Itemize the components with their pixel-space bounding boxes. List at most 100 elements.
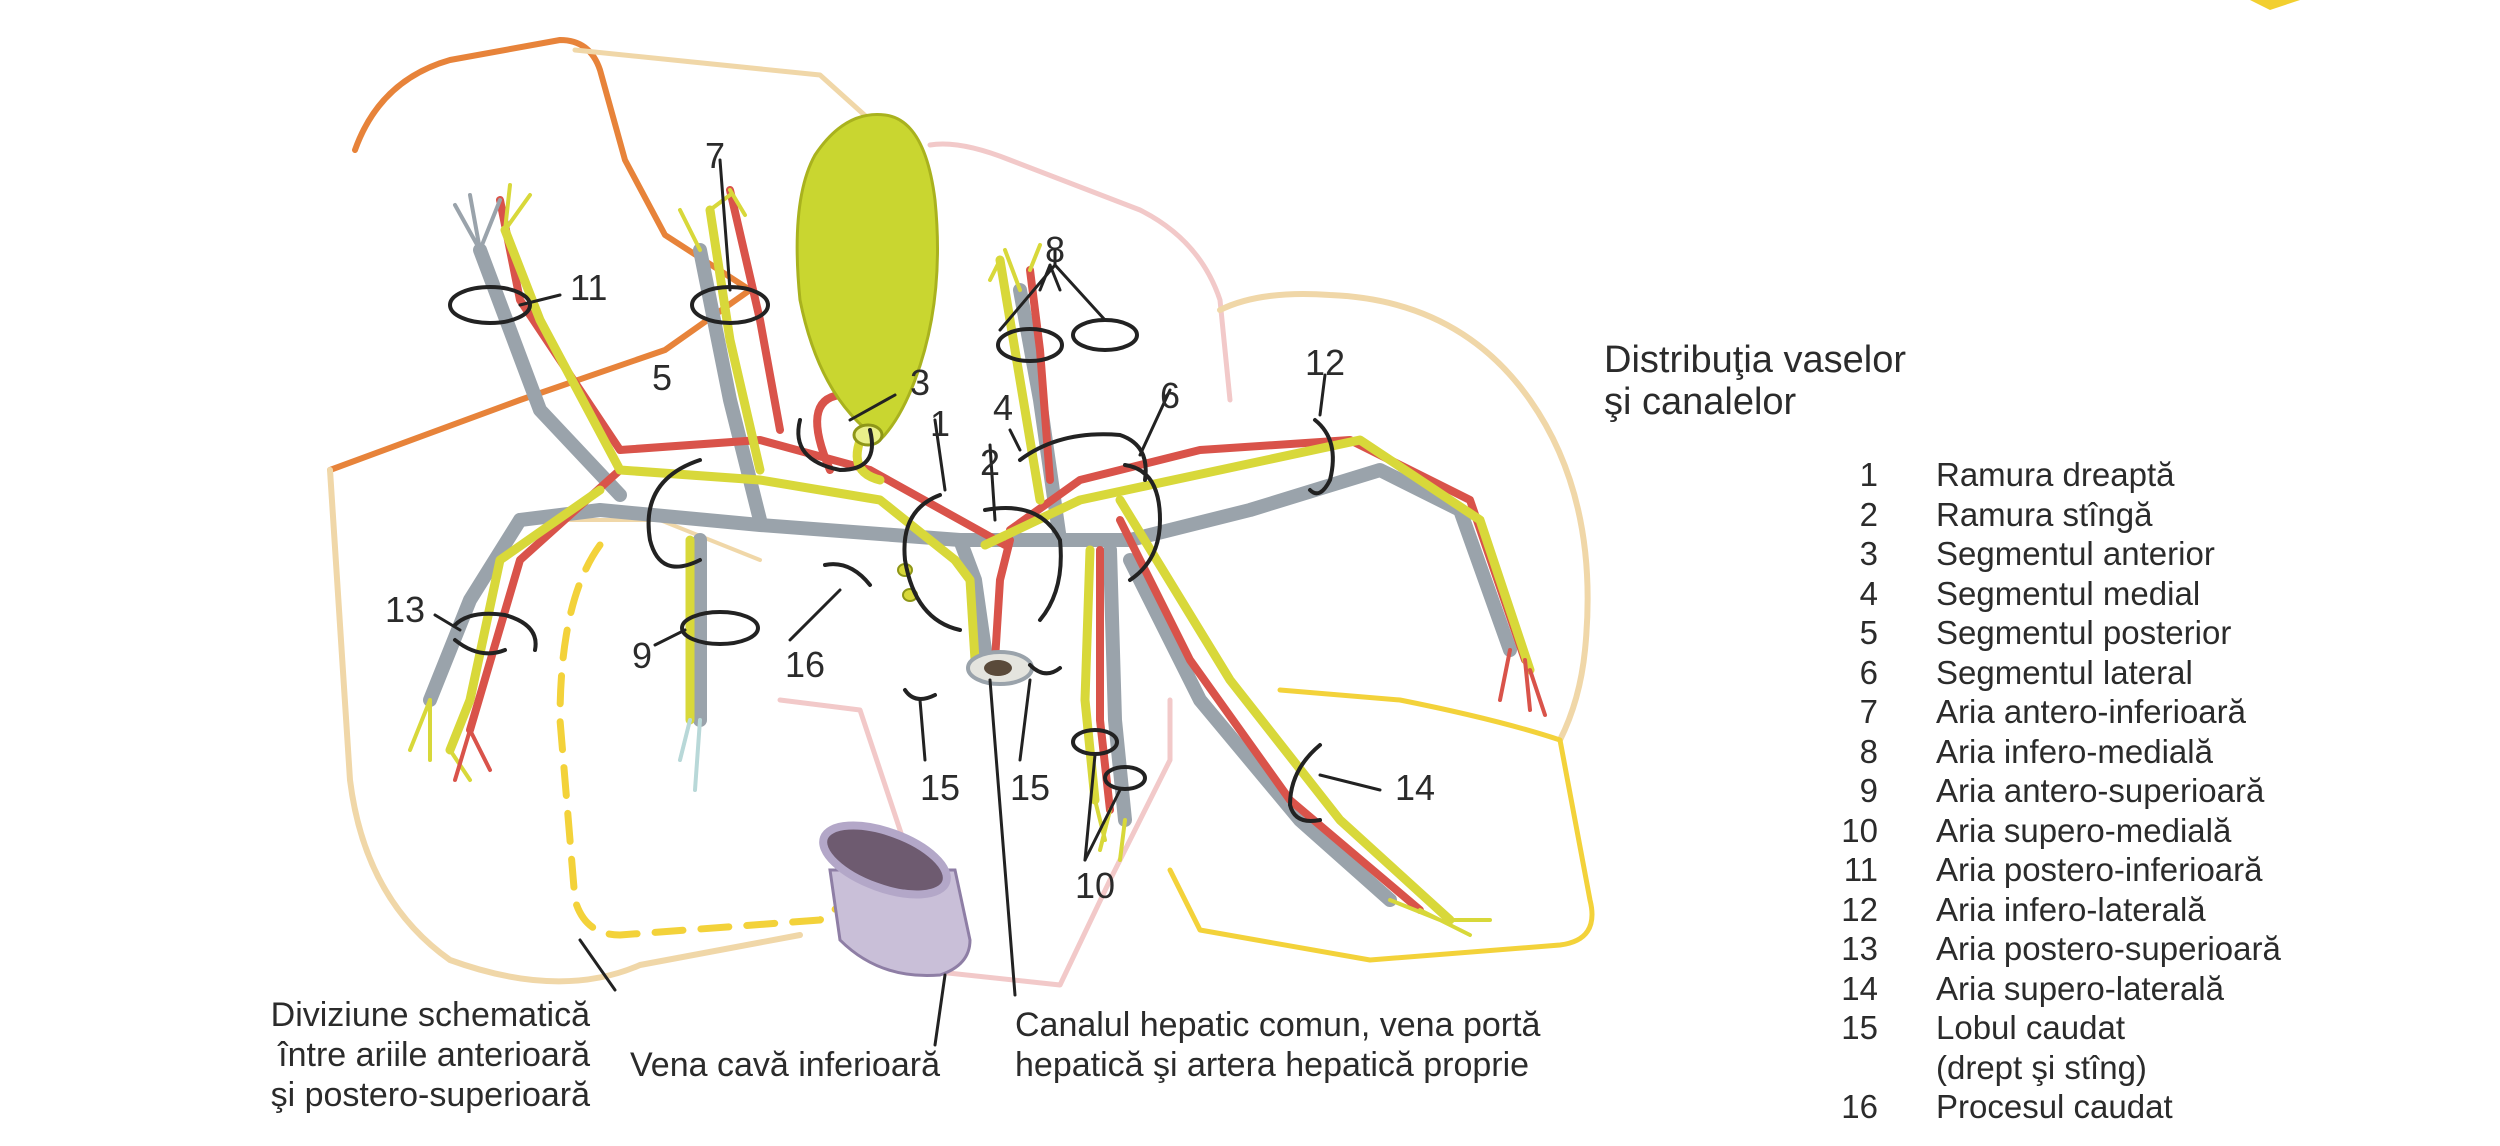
- portal-right-posterior-up: [473, 243, 627, 502]
- figure-number-5: 5: [652, 357, 672, 398]
- legend-label: Aria supero-medială: [1936, 811, 2232, 849]
- legend-number: 6: [1859, 653, 1878, 691]
- figure-number-12: 12: [1305, 342, 1345, 383]
- legend-label: Ramura dreaptă: [1936, 456, 2175, 493]
- figure-number-11: 11: [570, 267, 607, 308]
- gallbladder-duct-opening: [852, 423, 884, 447]
- duct-right-down: [445, 485, 605, 755]
- gallbladder-body: [795, 113, 939, 442]
- legend-number: 11: [1843, 851, 1878, 888]
- figure-number-3: 3: [910, 362, 930, 403]
- legend-number: 3: [1859, 535, 1878, 572]
- legend-label: Aria postero-inferioară: [1936, 851, 2263, 888]
- legend-number: 10: [1841, 811, 1878, 849]
- portal-left-main: [953, 463, 1517, 657]
- leader-lines: [433, 158, 1382, 1047]
- portal-hilum-lumen: [984, 660, 1012, 676]
- artery-left-medial-up: [1026, 266, 1054, 484]
- figure-number-2: 2: [980, 442, 1000, 483]
- duct-common: [950, 555, 980, 665]
- legend-label: Segmentul lateral: [1936, 653, 2193, 691]
- legend-item: 7 Aria antero-inferioară: [1820, 692, 2281, 732]
- portal-trunk: [953, 533, 992, 657]
- legend-number: 12: [1841, 890, 1878, 928]
- duct-right: [500, 225, 960, 565]
- legend-item: 3 Segmentul anterior: [1820, 534, 2281, 574]
- caption-line: Canalul hepatic comun, vena portă: [1015, 1006, 1541, 1044]
- figure-number-9: 9: [632, 635, 652, 676]
- legend-item: 5 Segmentul posterior: [1820, 613, 2281, 653]
- artery-right-anterior: [726, 186, 784, 434]
- schematic-division-dashed: [556, 541, 859, 939]
- vena-cava-opening: [819, 821, 951, 899]
- figure-number-10: 10: [1075, 865, 1115, 906]
- corner-decoration: [2250, 0, 2300, 10]
- artery-trunk: [991, 536, 1014, 664]
- title-line-1: Distribuţia vaselor: [1604, 339, 1906, 381]
- outline-left-lower: [1167, 687, 1595, 963]
- legend-item: 12 Aria infero-laterală: [1820, 890, 2281, 930]
- legend-number: 4: [1859, 574, 1878, 612]
- portal-right-posterior-down: [423, 513, 527, 707]
- outline-segment-top: [572, 47, 873, 123]
- legend-number: 8: [1859, 732, 1878, 770]
- legend-item: 11 Aria postero-inferioară: [1820, 850, 2281, 890]
- diagram-title: Distribuţia vaselor şi canalelor: [1604, 339, 1906, 424]
- outline-center-lower: [777, 697, 1173, 988]
- outline-right-upper: [327, 37, 753, 473]
- legend-label: Segmentul anterior: [1936, 535, 2215, 572]
- caption-hepatic-duct: Canalul hepatic comun, vena portă hepati…: [1015, 1005, 1540, 1085]
- legend-number: 9: [1859, 772, 1878, 809]
- legend-label: Segmentul posterior: [1936, 614, 2232, 651]
- legend-label: Aria infero-medială: [1936, 732, 2213, 770]
- duct-right-anterior: [705, 205, 765, 475]
- figure-number-13: 13: [385, 589, 425, 630]
- legend-number: 7: [1859, 693, 1878, 730]
- legend-number: 13: [1841, 930, 1878, 967]
- artery-left-lateral-down: [1116, 516, 1424, 914]
- title-line-2: şi canalelor: [1604, 380, 1797, 423]
- legend-number: 2: [1859, 495, 1878, 533]
- legend-item: 10 Aria supero-medială: [1820, 811, 2281, 851]
- outline-middle: [927, 141, 1233, 403]
- hepatic-artery-tree: [466, 186, 1529, 914]
- liver-outline: [327, 37, 1595, 988]
- legend-label: Aria infero-laterală: [1936, 890, 2206, 928]
- figure-number-8: 8: [1045, 229, 1065, 270]
- legend-sublabel: (drept şi stîng): [1936, 1048, 2147, 1086]
- duct-left: [980, 435, 1535, 675]
- outline-left-lobe: [1217, 291, 1591, 743]
- figure-numbers: 1 2 3 4 5 6 7 8 9 10 11 12 13 14 15 15 1…: [385, 135, 1435, 906]
- outline-right-lower: [327, 467, 803, 985]
- figure-number-6: 6: [1160, 375, 1180, 416]
- legend-number: 14: [1841, 969, 1878, 1007]
- caption-line: şi postero-superioară: [270, 1076, 590, 1115]
- figure-number-1: 1: [930, 403, 950, 444]
- duct-caudate: [1080, 545, 1100, 805]
- legend-label: Lobul caudat: [1936, 1009, 2125, 1046]
- figure-number-16: 16: [785, 644, 825, 685]
- caption-vena-cava: Vena cavă inferioară: [630, 1046, 940, 1084]
- vessel-branch-tips: [408, 183, 1547, 937]
- legend-label: Segmentul medial: [1936, 574, 2201, 612]
- figure-number-15-left: 15: [1010, 767, 1050, 808]
- legend-label: Aria antero-inferioară: [1936, 693, 2246, 730]
- legend-item: 8 Aria infero-medială: [1820, 732, 2281, 772]
- portal-caudate-down: [1103, 543, 1132, 827]
- figure-number-15-right: 15: [920, 767, 960, 808]
- caption-line: între ariile anterioară: [278, 1036, 590, 1075]
- duct-left-medial-up: [995, 255, 1045, 505]
- artery-right: [496, 196, 1009, 549]
- legend-item: 6 Segmentul lateral: [1820, 653, 2281, 693]
- legend-number: 1: [1859, 456, 1878, 493]
- legend-item: 1 Ramura dreaptă: [1820, 455, 2281, 495]
- figure-number-14: 14: [1395, 767, 1435, 808]
- legend-item: 4 Segmentul medial: [1820, 574, 2281, 614]
- legend-number: 5: [1859, 614, 1878, 651]
